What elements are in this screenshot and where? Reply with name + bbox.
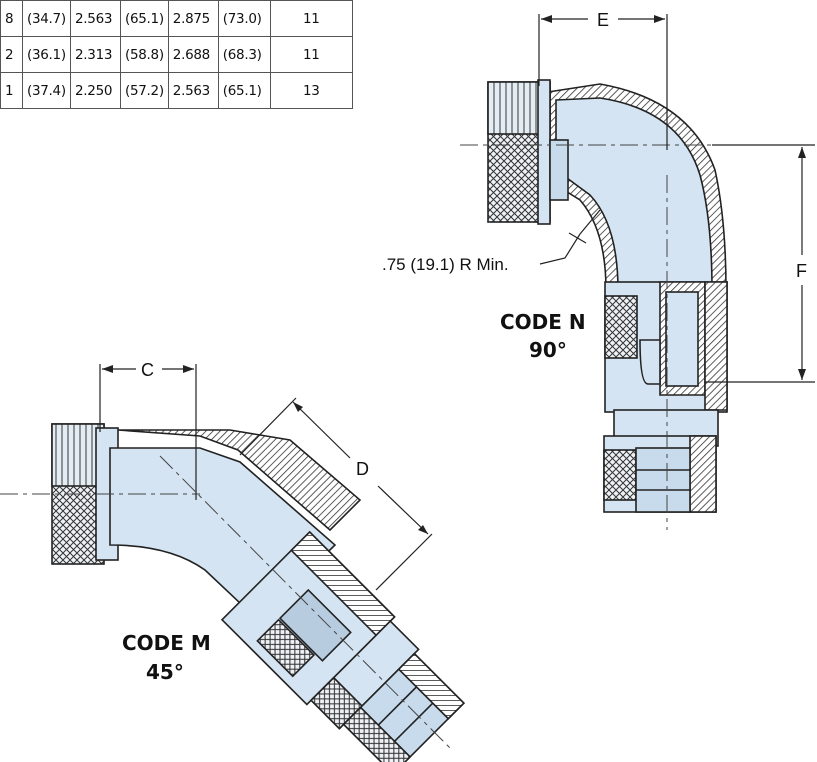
table-row: 8 (34.7) 2.563 (65.1) 2.875 (73.0) 11	[0, 0, 353, 37]
dimension-d	[239, 397, 433, 591]
label-radius: .75 (19.1) R Min.	[382, 255, 509, 274]
table-cell: 13	[269, 72, 353, 109]
code-n-angle: 90°	[529, 338, 567, 362]
code-m-centerlines	[0, 455, 451, 749]
label-e: E	[597, 10, 609, 30]
table-row: 2 (36.1) 2.313 (58.8) 2.688 (68.3) 11	[0, 36, 353, 73]
dimension-table: 8 (34.7) 2.563 (65.1) 2.875 (73.0) 11 2 …	[0, 0, 353, 109]
table-cell: (65.1)	[120, 0, 169, 37]
label-d: D	[356, 459, 369, 479]
table-cell: (34.7)	[22, 0, 71, 37]
code-m-connector	[51, 423, 465, 762]
table-cell: 2.250	[70, 72, 121, 109]
code-n-connector	[487, 79, 728, 513]
table-row: 1 (37.4) 2.250 (57.2) 2.563 (65.1) 13	[0, 72, 353, 109]
code-m-title: CODE M	[122, 631, 211, 655]
dimension-e	[538, 14, 668, 150]
table-cell: (57.2)	[120, 72, 169, 109]
code-n-title: CODE N	[500, 310, 586, 334]
label-c: C	[141, 360, 154, 380]
dimension-f	[705, 144, 815, 383]
table-cell: (58.8)	[120, 36, 169, 73]
table-cell: (73.0)	[217, 0, 271, 37]
table-cell: 11	[269, 36, 353, 73]
dimension-c	[99, 364, 197, 500]
code-m-shell	[117, 429, 362, 532]
label-f: F	[796, 261, 807, 281]
radius-callout	[539, 209, 601, 265]
table-cell: 11	[269, 0, 353, 37]
code-m-angle: 45°	[146, 660, 184, 684]
table-cell: (68.3)	[217, 36, 271, 73]
table-cell: (36.1)	[22, 36, 71, 73]
table-cell: (37.4)	[22, 72, 71, 109]
table-cell: (65.1)	[217, 72, 271, 109]
